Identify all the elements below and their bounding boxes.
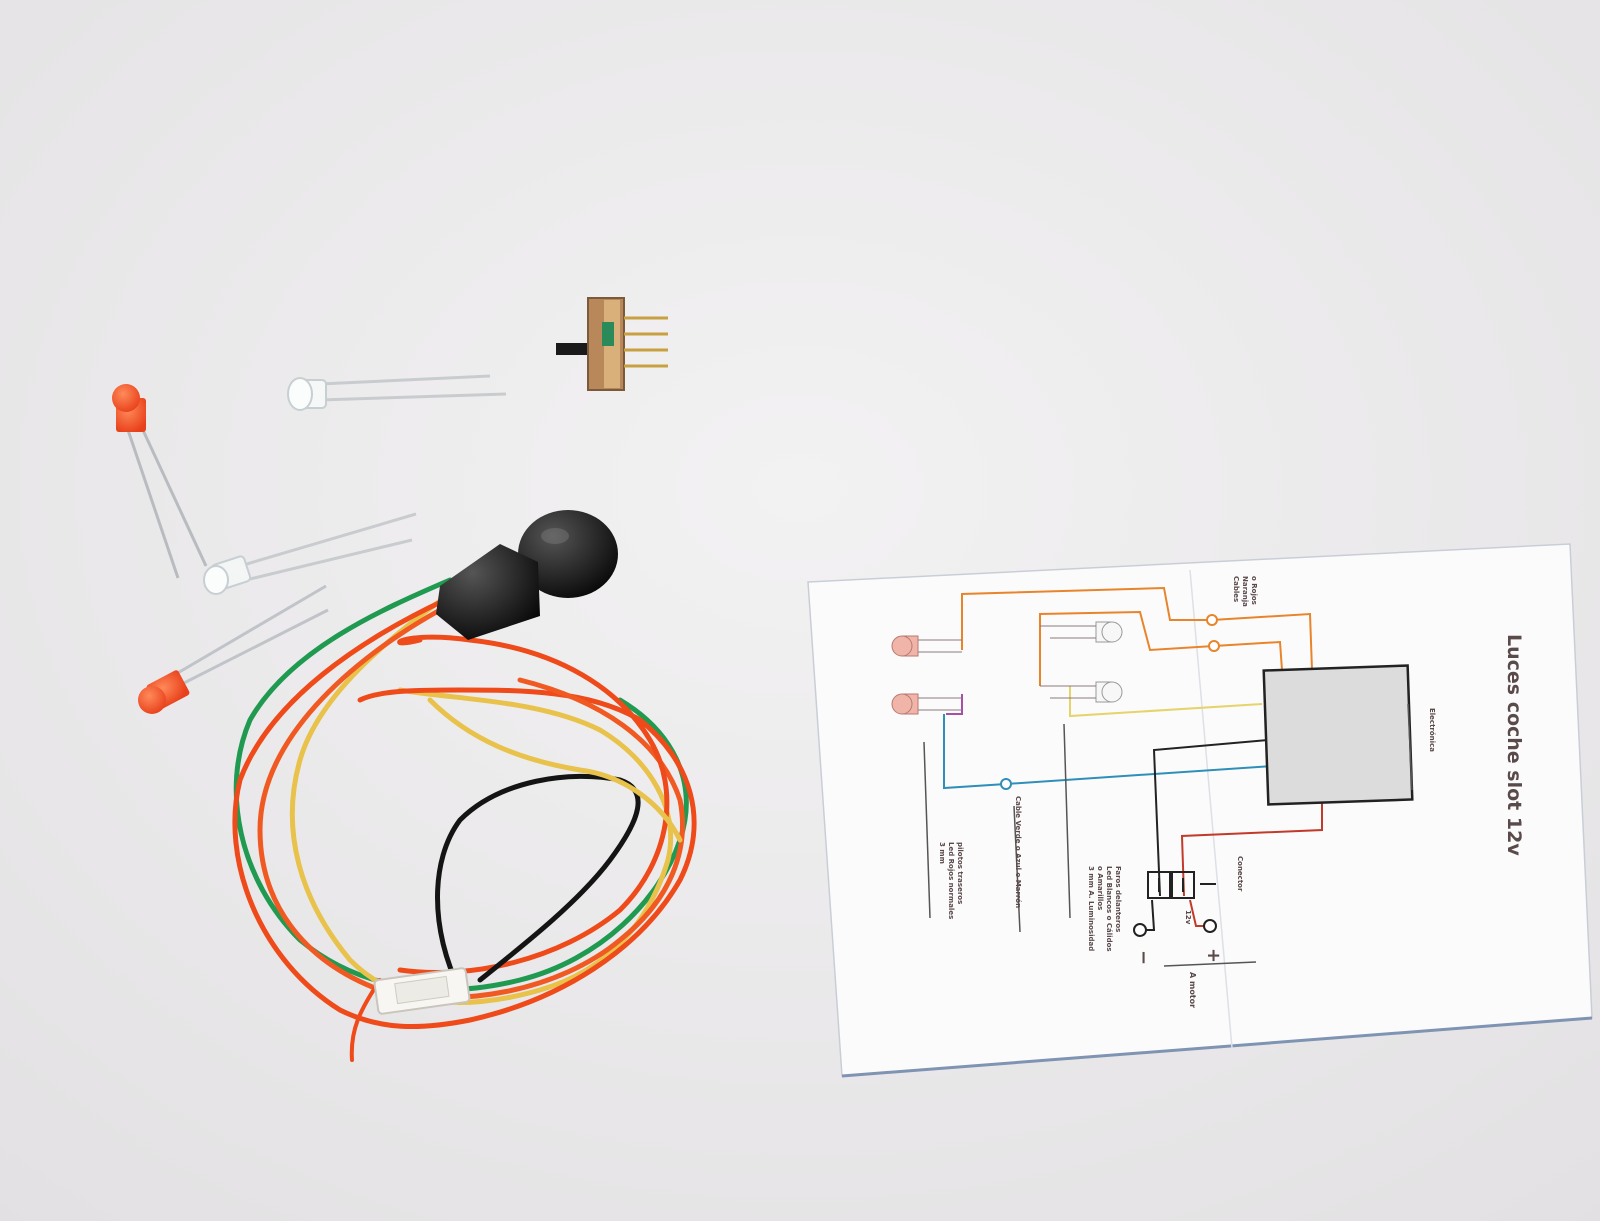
- diagram-electronics-box: [1262, 664, 1414, 806]
- sheet-title: Luces coche slot 12v: [1503, 634, 1525, 856]
- label-pilotos-1: pilotos traseros: [956, 842, 964, 904]
- label-minus: −: [1133, 950, 1154, 965]
- label-pilotos-2: Led Rojos normales: [947, 842, 955, 919]
- label-12v: 12v: [1184, 910, 1192, 925]
- jst-connector: [373, 967, 471, 1015]
- instruction-sheet: Luces coche slot 12v Electrónica Cables …: [807, 543, 1593, 1078]
- label-cables-3: o Rojos: [1250, 576, 1258, 605]
- diagram-red-led-2: [891, 693, 962, 715]
- diagram-connector: [1147, 871, 1216, 899]
- slide-switch: [556, 297, 668, 391]
- red-led-left: [112, 384, 208, 579]
- red-led-bottom: [138, 584, 329, 714]
- diagram-red-led-1: [891, 635, 962, 657]
- white-led-top: [287, 374, 507, 411]
- label-faros-1: Faros delanteros: [1114, 866, 1122, 932]
- label-motor: A motor: [1188, 972, 1197, 1008]
- label-cable-verde: Cable Verde o Azul o Marrón: [1014, 796, 1022, 908]
- label-cables-1: Cables: [1232, 576, 1240, 602]
- label-faros-4: 3 mm A. Luminosidad: [1087, 866, 1095, 951]
- label-electronica: Electrónica: [1428, 708, 1436, 752]
- white-led-middle: [203, 512, 417, 595]
- diagram-terminal-plus: [1203, 919, 1217, 933]
- diagram-white-led-2: [1040, 681, 1123, 703]
- label-plus: +: [1203, 948, 1224, 963]
- label-pilotos-3: 3 mm: [938, 842, 946, 864]
- label-cables-2: Naranja: [1241, 576, 1249, 607]
- label-conector: Conector: [1236, 856, 1244, 892]
- label-cables: Cables Naranja o Rojos: [1232, 576, 1258, 609]
- diagram-terminal-minus: [1133, 923, 1147, 937]
- electronics-module: [436, 510, 618, 640]
- label-pilotos: pilotos traseros Led Rojos normales 3 mm: [938, 842, 964, 922]
- diagram-white-led-1: [1040, 621, 1123, 643]
- diagram-wires: [943, 586, 1323, 931]
- label-faros-3: o Amarillos: [1096, 866, 1104, 910]
- label-faros: Faros delanteros Led Blancos o Cálidos o…: [1087, 866, 1122, 954]
- label-faros-2: Led Blancos o Cálidos: [1105, 866, 1113, 952]
